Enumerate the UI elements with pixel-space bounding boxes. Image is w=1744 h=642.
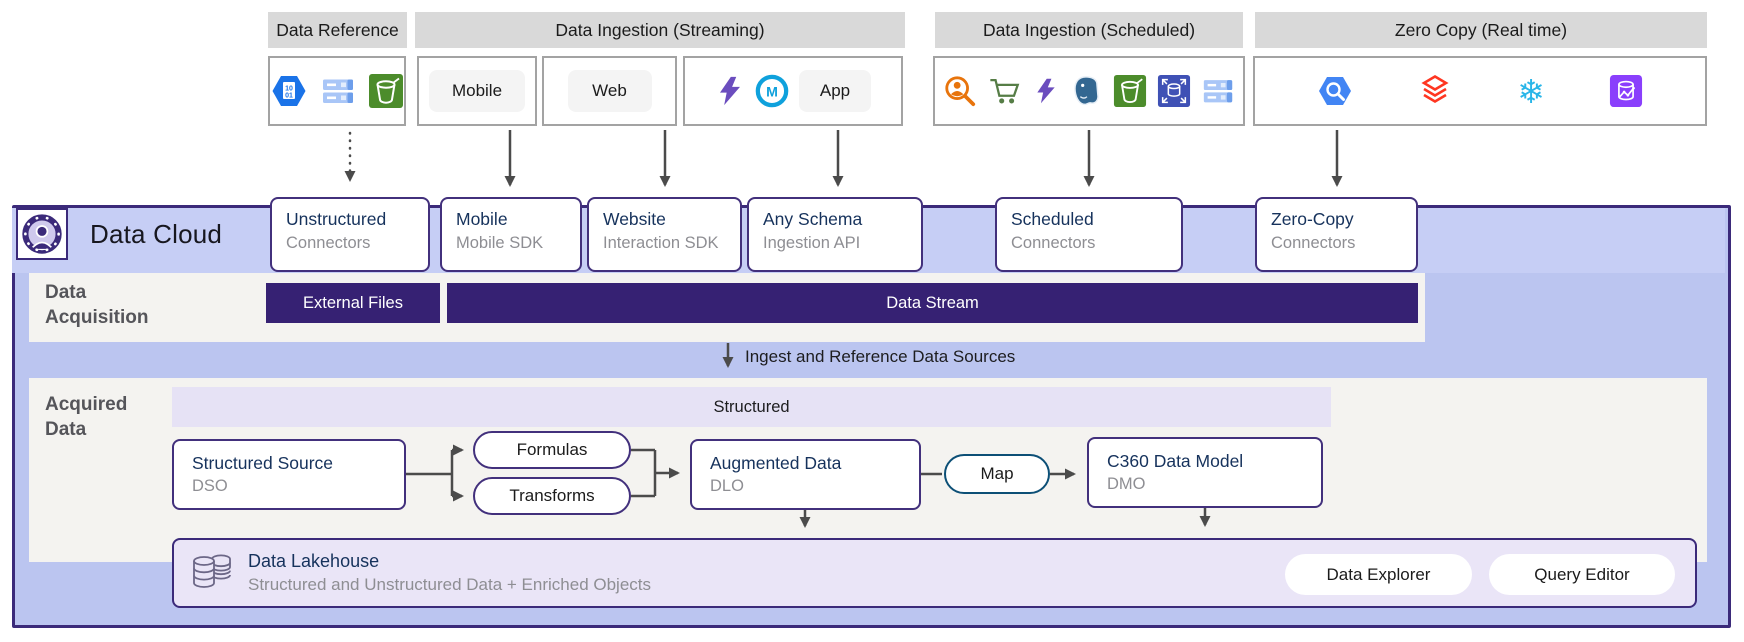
connector-title: Zero-Copy	[1271, 209, 1354, 229]
connector-zero-copy: Zero-Copy Connectors	[1255, 197, 1418, 272]
data-cloud-title: Data Cloud	[90, 218, 223, 249]
section-header-label: Data Ingestion (Streaming)	[555, 19, 765, 40]
lightning-bolt-icon	[715, 74, 745, 108]
connector-subtitle: Mobile SDK	[456, 233, 544, 252]
connector-subtitle: Interaction SDK	[603, 233, 719, 252]
query-editor-button[interactable]: Query Editor	[1489, 554, 1675, 595]
server-stack-icon	[1201, 74, 1235, 108]
flow-subtitle: DMO	[1107, 475, 1146, 494]
mobile-source-box: Mobile	[417, 56, 537, 126]
section-header-data-ingestion-streaming: Data Ingestion (Streaming)	[415, 12, 905, 48]
databricks-icon	[1417, 73, 1453, 109]
connector-title: Mobile	[456, 209, 508, 229]
structured-bar: Structured	[172, 387, 1331, 427]
connector-subtitle: Connectors	[1011, 233, 1096, 252]
search-person-icon	[943, 74, 977, 108]
web-source-pill: Web	[567, 70, 652, 112]
shopping-cart-icon	[987, 74, 1023, 108]
data-cloud-logo-icon	[22, 214, 62, 254]
connector-subtitle: Ingestion API	[763, 233, 861, 252]
database-stack-icon	[190, 551, 234, 595]
data-stream-bar: Data Stream	[447, 283, 1418, 323]
svg-text:01: 01	[285, 93, 293, 100]
snowflake-icon: ❄	[1517, 72, 1545, 110]
s3-bucket-icon	[1113, 74, 1147, 108]
database-sync-icon	[1157, 74, 1191, 108]
c360-data-model-dmo-box: C360 Data Model DMO	[1087, 437, 1323, 508]
connector-subtitle: Connectors	[286, 233, 371, 252]
lightning-bolt-icon	[1033, 75, 1059, 107]
connector-any-schema: Any Schema Ingestion API	[747, 197, 923, 272]
zero-copy-sources-box: ❄	[1253, 56, 1707, 126]
ingest-and-reference-label: Ingest and Reference Data Sources	[745, 347, 1016, 366]
flow-title: Augmented Data	[710, 452, 842, 473]
app-source-box: M App	[683, 56, 903, 126]
connector-title: Scheduled	[1011, 209, 1094, 229]
connector-unstructured: Unstructured Connectors	[270, 197, 430, 272]
connector-scheduled: Scheduled Connectors	[995, 197, 1183, 272]
flow-subtitle: DSO	[192, 477, 228, 496]
flow-subtitle: DLO	[710, 477, 744, 496]
data-acquisition-label: Data Acquisition	[45, 282, 149, 328]
map-pill: Map	[944, 454, 1050, 494]
mulesoft-icon: M	[755, 74, 789, 108]
lakehouse-subtitle: Structured and Unstructured Data + Enric…	[248, 574, 652, 594]
transforms-pill: Transforms	[473, 477, 631, 515]
web-source-box: Web	[542, 56, 677, 126]
data-explorer-button[interactable]: Data Explorer	[1285, 554, 1472, 595]
svg-text:10: 10	[285, 86, 293, 93]
connector-title: Unstructured	[286, 209, 387, 229]
connector-mobile: Mobile Mobile SDK	[440, 197, 582, 272]
section-header-label: Zero Copy (Real time)	[1394, 19, 1568, 40]
augmented-data-dlo-box: Augmented Data DLO	[690, 439, 921, 510]
section-header-label: Data Ingestion (Scheduled)	[982, 19, 1196, 40]
section-header-label: Data Reference	[276, 19, 399, 40]
redshift-icon	[1609, 74, 1643, 108]
server-stack-icon	[320, 73, 356, 109]
formulas-pill: Formulas	[473, 431, 631, 469]
flow-title: Structured Source	[192, 452, 334, 473]
postgresql-icon	[1069, 74, 1103, 108]
s3-bucket-icon	[368, 73, 404, 109]
mobile-source-pill: Mobile	[429, 70, 525, 112]
connector-title: Any Schema	[763, 209, 863, 229]
bigquery-icon	[1317, 73, 1353, 109]
acquired-data-label: Acquired Data	[45, 394, 128, 440]
connector-website: Website Interaction SDK	[587, 197, 742, 272]
section-header-data-ingestion-scheduled: Data Ingestion (Scheduled)	[935, 12, 1243, 48]
flow-title: C360 Data Model	[1107, 450, 1244, 471]
svg-text:M: M	[766, 85, 778, 101]
section-header-data-reference: Data Reference	[268, 12, 407, 48]
data-cloud-logo	[16, 208, 68, 260]
connector-subtitle: Connectors	[1271, 233, 1356, 252]
external-files-bar: External Files	[266, 283, 440, 323]
lakehouse-title: Data Lakehouse	[248, 551, 380, 572]
scheduled-sources-box	[933, 56, 1245, 126]
connector-title: Website	[603, 209, 666, 229]
app-source-pill: App	[799, 70, 871, 112]
data-lakehouse-box: Data Lakehouse Structured and Unstructur…	[172, 538, 1697, 608]
section-header-zero-copy: Zero Copy (Real time)	[1255, 12, 1707, 48]
structured-source-dso-box: Structured Source DSO	[172, 439, 406, 510]
